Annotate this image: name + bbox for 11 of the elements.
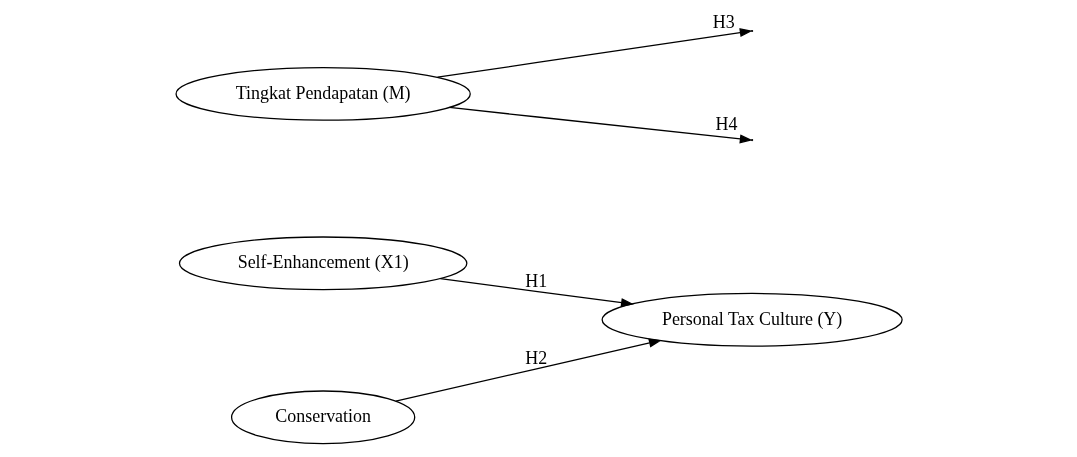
edge-label: H1 [524,270,547,291]
node-ellipse: Tingkat Pendapatan (M) [174,66,471,121]
node-ellipse: Conservation [230,390,415,445]
edge-label: H2 [524,347,547,368]
arrow [439,278,634,308]
arrow [394,338,662,402]
arrow [448,106,753,144]
edge-label: H3 [712,11,735,32]
edge-label: H4 [715,114,738,135]
node-ellipse: Self-Enhancement (X1) [178,236,467,291]
arrow [436,28,753,78]
